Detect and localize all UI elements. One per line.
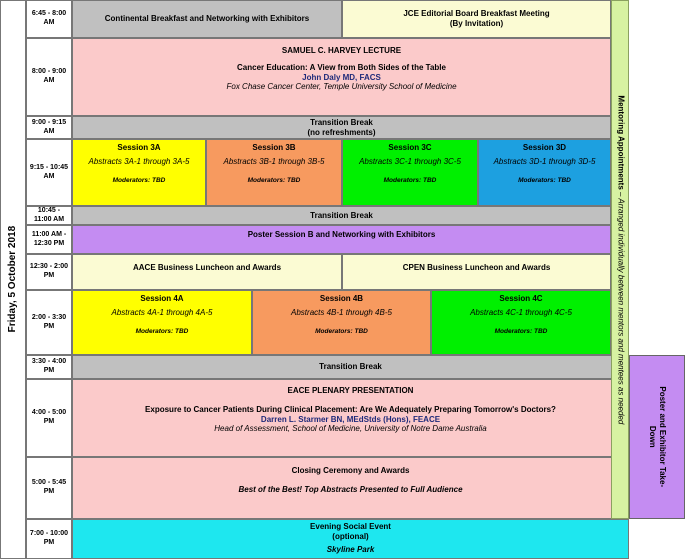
session-moderators: Moderators: TBD [247, 176, 301, 184]
continental-breakfast-text: Continental Breakfast and Networking wit… [104, 14, 310, 24]
continental-breakfast: Continental Breakfast and Networking wit… [72, 0, 342, 38]
evening-venue: Skyline Park [326, 544, 375, 554]
session-4c: Session 4C Abstracts 4C-1 through 4C-5 M… [431, 290, 611, 355]
session-title: Session 3B [252, 143, 296, 152]
time-slot: 2:00 - 3:30 PM [26, 290, 72, 355]
session-abstracts: Abstracts 3C-1 through 3C-5 [359, 156, 461, 166]
time-slot: 6:45 - 8:00 AM [26, 0, 72, 38]
session-moderators: Moderators: TBD [315, 327, 368, 335]
session-moderators: Moderators: TBD [494, 327, 548, 335]
time-slot: 11:00 AM - 12:30 PM [26, 225, 72, 254]
eace-affiliation: Head of Assessment, School of Medicine, … [214, 424, 487, 434]
day-label: Friday, 5 October 2018 [6, 226, 18, 333]
harvey-talk: Cancer Education: A View from Both Sides… [237, 62, 446, 72]
cpen-luncheon-text: CPEN Business Luncheon and Awards [402, 263, 551, 272]
session-abstracts: Abstracts 3D-1 through 3D-5 [493, 156, 596, 166]
time-slot: 4:00 - 5:00 PM [26, 379, 72, 457]
session-title: Session 4A [140, 294, 184, 303]
closing-ceremony: Closing Ceremony and Awards Best of the … [72, 457, 629, 519]
aace-luncheon: AACE Business Luncheon and Awards [72, 254, 342, 290]
eace-title: EACE PLENARY PRESENTATION [287, 386, 414, 395]
session-3c: Session 3C Abstracts 3C-1 through 3C-5 M… [342, 139, 478, 206]
time-slot: 12:30 - 2:00 PM [26, 254, 72, 290]
session-moderators: Moderators: TBD [518, 176, 571, 184]
jce-breakfast-note: (By Invitation) [449, 19, 504, 28]
session-abstracts: Abstracts 4A-1 through 4A-5 [111, 307, 213, 317]
transition-break-2: Transition Break [72, 206, 611, 225]
session-4b: Session 4B Abstracts 4B-1 through 4B-5 M… [252, 290, 431, 355]
session-abstracts: Abstracts 3B-1 through 3B-5 [223, 156, 325, 166]
mentoring-appointments: Mentoring Appointments – Arranged indivi… [611, 0, 629, 519]
time-slot: 5:00 - 5:45 PM [26, 457, 72, 519]
session-3b: Session 3B Abstracts 3B-1 through 3B-5 M… [206, 139, 342, 206]
aace-luncheon-text: AACE Business Luncheon and Awards [132, 263, 282, 272]
session-title: Session 3C [388, 143, 432, 152]
session-moderators: Moderators: TBD [135, 327, 189, 335]
session-abstracts: Abstracts 3A-1 through 3A-5 [88, 156, 190, 166]
time-slot: 7:00 - 10:00 PM [26, 519, 72, 559]
evening-note: (optional) [332, 531, 369, 541]
eace-talk: Exposure to Cancer Patients During Clini… [145, 404, 556, 414]
session-title: Session 4C [499, 294, 543, 303]
session-title: Session 4B [319, 294, 364, 303]
session-moderators: Moderators: TBD [383, 176, 437, 184]
session-title: Session 3D [522, 143, 567, 152]
transition-break-title: Transition Break [319, 362, 382, 372]
session-abstracts: Abstracts 4B-1 through 4B-5 [291, 307, 392, 317]
session-abstracts: Abstracts 4C-1 through 4C-5 [470, 307, 572, 317]
eace-plenary: EACE PLENARY PRESENTATION Exposure to Ca… [72, 379, 629, 457]
transition-break-note: (no refreshments) [307, 127, 376, 137]
time-slot: 9:00 - 9:15 AM [26, 116, 72, 139]
transition-break-title: Transition Break [310, 210, 373, 220]
session-title: Session 3A [117, 143, 161, 152]
transition-break-1: Transition Break (no refreshments) [72, 116, 611, 139]
time-slot: 8:00 - 9:00 AM [26, 38, 72, 116]
mentoring-text: Mentoring Appointments – Arranged indivi… [615, 95, 625, 424]
poster-takedown-text: Poster and Exhibitor Take-Down [648, 386, 667, 488]
session-3d: Session 3D Abstracts 3D-1 through 3D-5 M… [478, 139, 611, 206]
closing-subtitle: Best of the Best! Top Abstracts Presente… [238, 484, 463, 494]
evening-title: Evening Social Event [310, 522, 391, 531]
evening-social: Evening Social Event (optional) Skyline … [72, 519, 629, 559]
time-slot: 3:30 - 4:00 PM [26, 355, 72, 379]
transition-break-title: Transition Break [310, 117, 373, 127]
session-3a: Session 3A Abstracts 3A-1 through 3A-5 M… [72, 139, 206, 206]
harvey-speaker: John Daly MD, FACS [302, 72, 381, 82]
harvey-lecture: SAMUEL C. HARVEY LECTURE Cancer Educatio… [72, 38, 611, 116]
poster-session-b: Poster Session B and Networking with Exh… [72, 225, 611, 254]
jce-breakfast-title: JCE Editorial Board Breakfast Meeting [403, 9, 550, 19]
harvey-affiliation: Fox Chase Cancer Center, Temple Universi… [226, 82, 457, 92]
closing-title: Closing Ceremony and Awards [291, 466, 410, 475]
harvey-title: SAMUEL C. HARVEY LECTURE [281, 46, 402, 55]
day-column: Friday, 5 October 2018 [0, 0, 26, 559]
session-4a: Session 4A Abstracts 4A-1 through 4A-5 M… [72, 290, 252, 355]
jce-breakfast: JCE Editorial Board Breakfast Meeting (B… [342, 0, 611, 38]
time-slot: 10:45 - 11:00 AM [26, 206, 72, 225]
session-moderators: Moderators: TBD [112, 176, 166, 184]
poster-takedown: Poster and Exhibitor Take-Down [629, 355, 685, 519]
mentoring-detail: – Arranged individually between mentors … [615, 189, 625, 424]
time-slot: 9:15 - 10:45 AM [26, 139, 72, 206]
transition-break-3: Transition Break [72, 355, 629, 379]
poster-session-b-text: Poster Session B and Networking with Exh… [247, 230, 436, 239]
eace-speaker: Darren L. Starmer BN, MEdStds (Hons), FE… [260, 414, 441, 424]
mentoring-title: Mentoring Appointments [615, 95, 625, 190]
cpen-luncheon: CPEN Business Luncheon and Awards [342, 254, 611, 290]
